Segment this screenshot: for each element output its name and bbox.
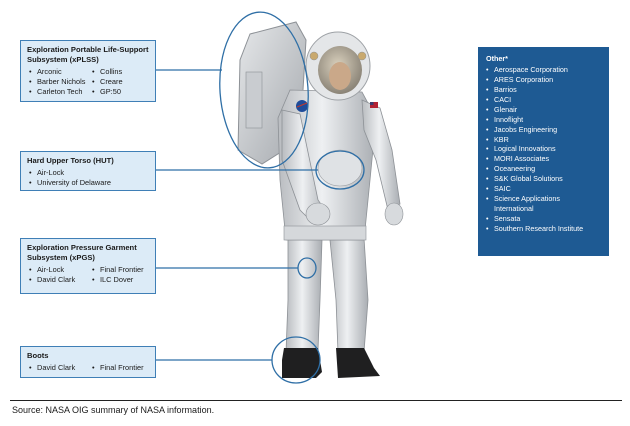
list-item: Science Applications International — [486, 194, 601, 214]
list-item: Logical Innovations — [486, 144, 601, 154]
list-item: Oceaneering — [486, 164, 601, 174]
xpgs-list: Air-Lock Final Frontier David Clark ILC … — [27, 265, 149, 285]
list-item: Glenair — [486, 105, 601, 115]
left-leg-shape — [285, 237, 323, 353]
right-boot-shape — [336, 348, 380, 378]
left-glove — [305, 202, 331, 226]
xpgs-box: Exploration Pressure Garment Subsystem (… — [20, 238, 156, 294]
other-list: Aerospace Corporation ARES Corporation B… — [486, 65, 601, 234]
left-boot-shape — [282, 348, 322, 378]
xplss-box: Exploration Portable Life-Support Subsys… — [20, 40, 156, 102]
list-item: KBR — [486, 135, 601, 145]
list-item: Barber Nichols — [27, 77, 86, 87]
list-item: Southern Research Institute — [486, 224, 601, 234]
face-shape — [329, 62, 351, 90]
waist-band — [283, 225, 367, 241]
list-item: University of Delaware — [27, 178, 149, 188]
right-glove — [384, 202, 404, 226]
list-item: CACI — [486, 95, 601, 105]
list-item: MORI Associates — [486, 154, 601, 164]
backpack-panel — [245, 71, 263, 129]
list-item: Innoflight — [486, 115, 601, 125]
boots-list: David Clark Final Frontier — [27, 363, 149, 373]
hut-list: Air-Lock University of Delaware — [27, 168, 149, 188]
right-leg-shape — [329, 237, 369, 353]
list-item: ARES Corporation — [486, 75, 601, 85]
xplss-title: Exploration Portable Life-Support Subsys… — [27, 45, 149, 65]
list-item: SAIC — [486, 184, 601, 194]
list-item: Air-Lock — [27, 168, 149, 178]
list-item: Jacobs Engineering — [486, 125, 601, 135]
list-item: S&K Global Solutions — [486, 174, 601, 184]
chest-plate — [317, 149, 363, 187]
source-divider — [10, 400, 622, 401]
hut-title: Hard Upper Torso (HUT) — [27, 156, 114, 165]
list-item: GP:50 — [90, 87, 149, 97]
list-item: Barrios — [486, 85, 601, 95]
list-item: Air-Lock — [27, 265, 86, 275]
other-contractors-panel: Other* Aerospace Corporation ARES Corpor… — [478, 47, 609, 256]
xplss-callout-ellipse — [219, 11, 309, 169]
list-item: Aerospace Corporation — [486, 65, 601, 75]
list-item: David Clark — [27, 275, 86, 285]
list-item: Collins — [90, 67, 149, 77]
other-title: Other* — [486, 54, 508, 63]
list-item: ILC Dover — [90, 275, 149, 285]
list-item: David Clark — [27, 363, 86, 373]
list-item: Creare — [90, 77, 149, 87]
list-item: Final Frontier — [90, 363, 149, 373]
flag-patch-icon — [370, 102, 378, 108]
list-item: Sensata — [486, 214, 601, 224]
source-note: Source: NASA OIG summary of NASA informa… — [12, 405, 215, 415]
boots-title: Boots — [27, 351, 49, 360]
xpgs-title: Exploration Pressure Garment Subsystem (… — [27, 243, 137, 263]
nasa-patch-icon — [296, 100, 308, 112]
list-item: Carleton Tech — [27, 87, 86, 97]
list-item: Arconic — [27, 67, 86, 77]
list-item: Final Frontier — [90, 265, 149, 275]
xplss-list: Arconic Collins Barber Nichols Creare Ca… — [27, 67, 149, 96]
hut-box: Hard Upper Torso (HUT) Air-Lock Universi… — [20, 151, 156, 191]
boots-box: Boots David Clark Final Frontier — [20, 346, 156, 378]
